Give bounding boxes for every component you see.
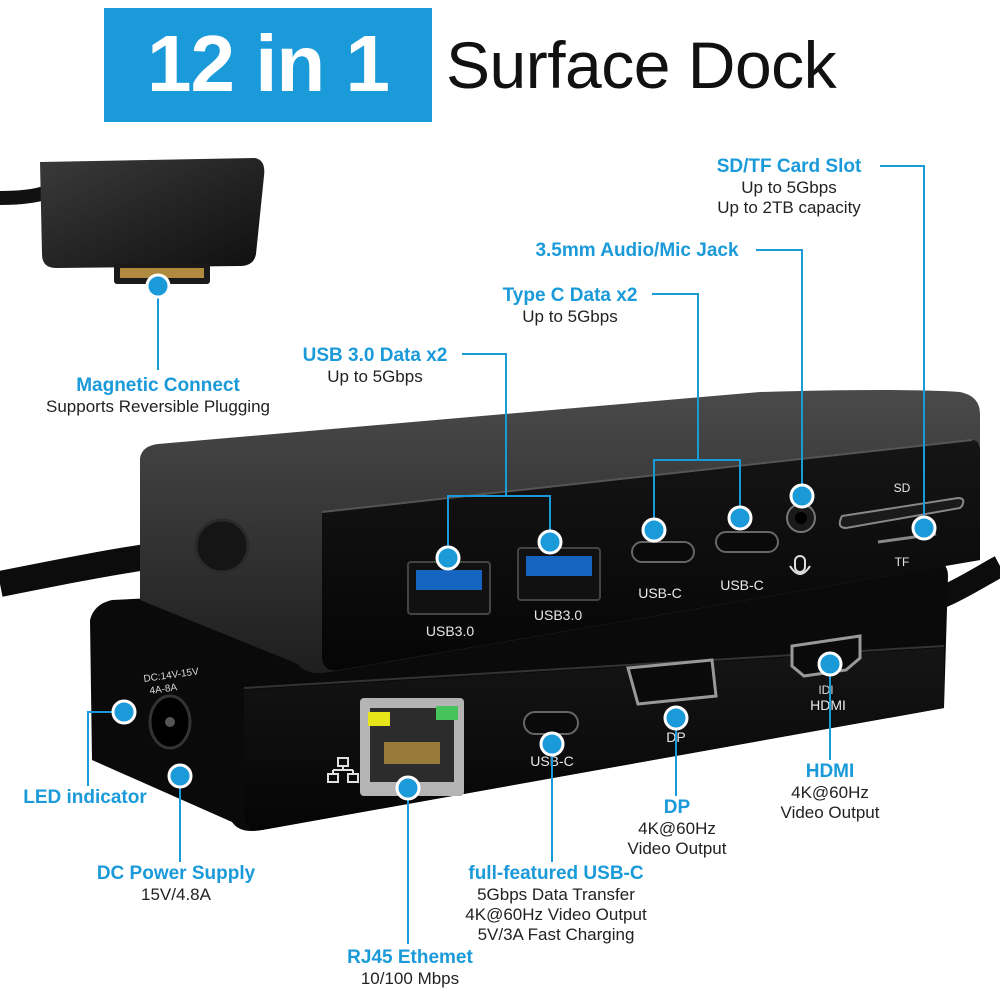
- callout-led: LED indicator: [10, 786, 160, 809]
- port-label-usb3-left: USB3.0: [426, 623, 474, 639]
- callout-usb30: USB 3.0 Data x2 Up to 5Gbps: [290, 344, 460, 387]
- callout-rj45-line: 10/100 Mbps: [360, 969, 460, 988]
- callout-magnetic-line: Supports Reversible Plugging: [46, 397, 270, 416]
- callout-dc: DC Power Supply 15V/4.8A: [86, 862, 266, 905]
- magnetic-connector-icon: [0, 158, 265, 284]
- dc-jack-icon: [148, 694, 192, 750]
- port-label-usbc-right: USB-C: [720, 577, 764, 593]
- callout-hdmi-line-1: 4K@60Hz: [791, 783, 869, 802]
- usb-a-port-icon: [407, 547, 601, 615]
- callout-dp-line-2: Video Output: [627, 839, 727, 858]
- callout-sdtf-line-2: Up to 2TB capacity: [717, 198, 861, 217]
- callout-usbc-full-line-1: 5Gbps Data Transfer: [477, 885, 635, 904]
- title-badge-text: 12 in 1: [146, 19, 390, 108]
- callout-usbc-full-line-3: 5V/3A Fast Charging: [477, 925, 635, 944]
- rj45-port-icon: [360, 698, 464, 796]
- port-label-usb3-right: USB3.0: [534, 607, 582, 623]
- callout-audio: 3.5mm Audio/Mic Jack: [520, 239, 754, 262]
- dc-rating-line-2: 4A-8A: [149, 682, 178, 697]
- callout-magnetic: Magnetic Connect Supports Reversible Plu…: [18, 374, 298, 417]
- callout-dc-line: 15V/4.8A: [141, 885, 211, 904]
- callout-dp: DP 4K@60Hz Video Output: [612, 796, 742, 859]
- callout-hdmi-line-2: Video Output: [780, 803, 880, 822]
- callout-rj45-heading: RJ45 Ethemet: [347, 947, 473, 968]
- microphone-icon: [789, 555, 811, 575]
- callout-typec: Type C Data x2 Up to 5Gbps: [490, 284, 650, 327]
- callout-usbc-full-line-2: 4K@60Hz Video Output: [465, 905, 647, 924]
- dock-cable-right: [935, 556, 1000, 609]
- port-label-tf: TF: [895, 555, 910, 569]
- callout-dp-heading: DP: [663, 797, 691, 818]
- callout-dc-heading: DC Power Supply: [96, 863, 256, 884]
- callout-led-heading: LED indicator: [23, 787, 147, 808]
- callout-usb30-line: Up to 5Gbps: [327, 367, 423, 386]
- network-icon: [327, 757, 359, 783]
- title-badge: 12 in 1: [104, 8, 432, 122]
- page-title: Surface Dock: [446, 28, 837, 102]
- callout-magnetic-heading: Magnetic Connect: [76, 375, 240, 396]
- usb-c-port-icon: [631, 531, 779, 563]
- port-label-sd: SD: [894, 481, 911, 495]
- svg-text:ǀDǀ: ǀDǀ: [819, 683, 834, 697]
- callout-dp-line-1: 4K@60Hz: [638, 819, 716, 838]
- callout-audio-heading: 3.5mm Audio/Mic Jack: [535, 240, 739, 261]
- callout-typec-line: Up to 5Gbps: [522, 307, 618, 326]
- callout-usbc-full: full-featured USB-C 5Gbps Data Transfer …: [446, 862, 666, 945]
- port-label-hdmi: HDMI: [810, 697, 846, 713]
- callout-leader-lines: [87, 165, 925, 944]
- callout-hdmi-heading: HDMI: [805, 761, 855, 782]
- callout-sdtf-heading: SD/TF Card Slot: [716, 156, 862, 177]
- callout-dots: [111, 273, 937, 801]
- port-label-usbc-left: USB-C: [638, 585, 682, 601]
- callout-hdmi: HDMI 4K@60Hz Video Output: [764, 760, 896, 823]
- callout-sdtf: SD/TF Card Slot Up to 5Gbps Up to 2TB ca…: [700, 155, 878, 218]
- callout-sdtf-line-1: Up to 5Gbps: [741, 178, 837, 197]
- callout-usbc-full-heading: full-featured USB-C: [468, 863, 644, 884]
- callout-rj45: RJ45 Ethemet 10/100 Mbps: [340, 946, 480, 989]
- callout-usb30-heading: USB 3.0 Data x2: [302, 345, 448, 366]
- callout-typec-heading: Type C Data x2: [502, 285, 638, 306]
